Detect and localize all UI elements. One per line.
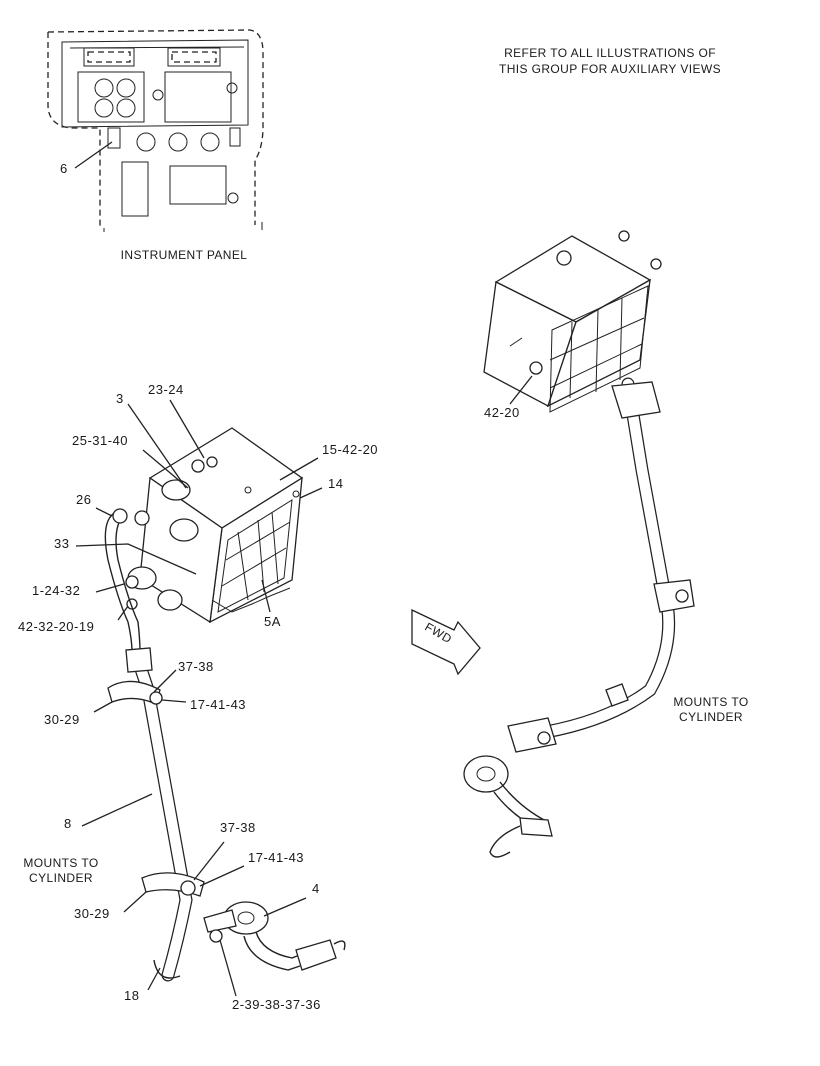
callout-37-38-top: 37-38 bbox=[178, 659, 214, 674]
fwd-arrow bbox=[411, 608, 481, 676]
instrument-panel-drawing bbox=[47, 29, 264, 232]
callout-3: 3 bbox=[116, 391, 124, 406]
callout-8: 8 bbox=[64, 816, 72, 831]
callout-1-24-32: 1-24-32 bbox=[32, 583, 81, 598]
callout-42-20: 42-20 bbox=[484, 405, 520, 420]
note-line-1: REFER TO ALL ILLUSTRATIONS OF bbox=[504, 46, 716, 60]
callout-18: 18 bbox=[124, 988, 140, 1003]
callout-17-41-43-bottom: 17-41-43 bbox=[248, 850, 305, 865]
callout-26: 26 bbox=[76, 492, 92, 507]
callout-17-41-43-top: 17-41-43 bbox=[190, 697, 247, 712]
callout-33: 33 bbox=[54, 536, 70, 551]
callout-23-24: 23-24 bbox=[148, 382, 184, 397]
callout-42-32-20-19: 42-32-20-19 bbox=[18, 619, 95, 634]
callout-2-39-38-37-36: 2-39-38-37-36 bbox=[232, 997, 321, 1012]
callout-37-38-bottom: 37-38 bbox=[220, 820, 256, 835]
callout-5a: 5A bbox=[264, 614, 281, 629]
instrument-panel-caption: INSTRUMENT PANEL bbox=[120, 248, 248, 262]
callout-15-42-20: 15-42-20 bbox=[322, 442, 379, 457]
right-module-drawing bbox=[463, 230, 695, 858]
right-mounts-line-2: CYLINDER bbox=[679, 710, 743, 724]
callout-6: 6 bbox=[60, 161, 68, 176]
right-mounts-line-1: MOUNTS TO bbox=[673, 695, 749, 709]
callout-30-29-top: 30-29 bbox=[44, 712, 80, 727]
callout-25-31-40: 25-31-40 bbox=[72, 433, 129, 448]
note-line-2: THIS GROUP FOR AUXILIARY VIEWS bbox=[498, 62, 722, 76]
left-mounts-line-1: MOUNTS TO bbox=[23, 856, 99, 870]
left-mounts-line-2: CYLINDER bbox=[29, 871, 93, 885]
callout-30-29-bottom: 30-29 bbox=[74, 906, 110, 921]
callout-14: 14 bbox=[328, 476, 344, 491]
left-module-drawing bbox=[75, 399, 346, 997]
callout-4: 4 bbox=[312, 881, 320, 896]
